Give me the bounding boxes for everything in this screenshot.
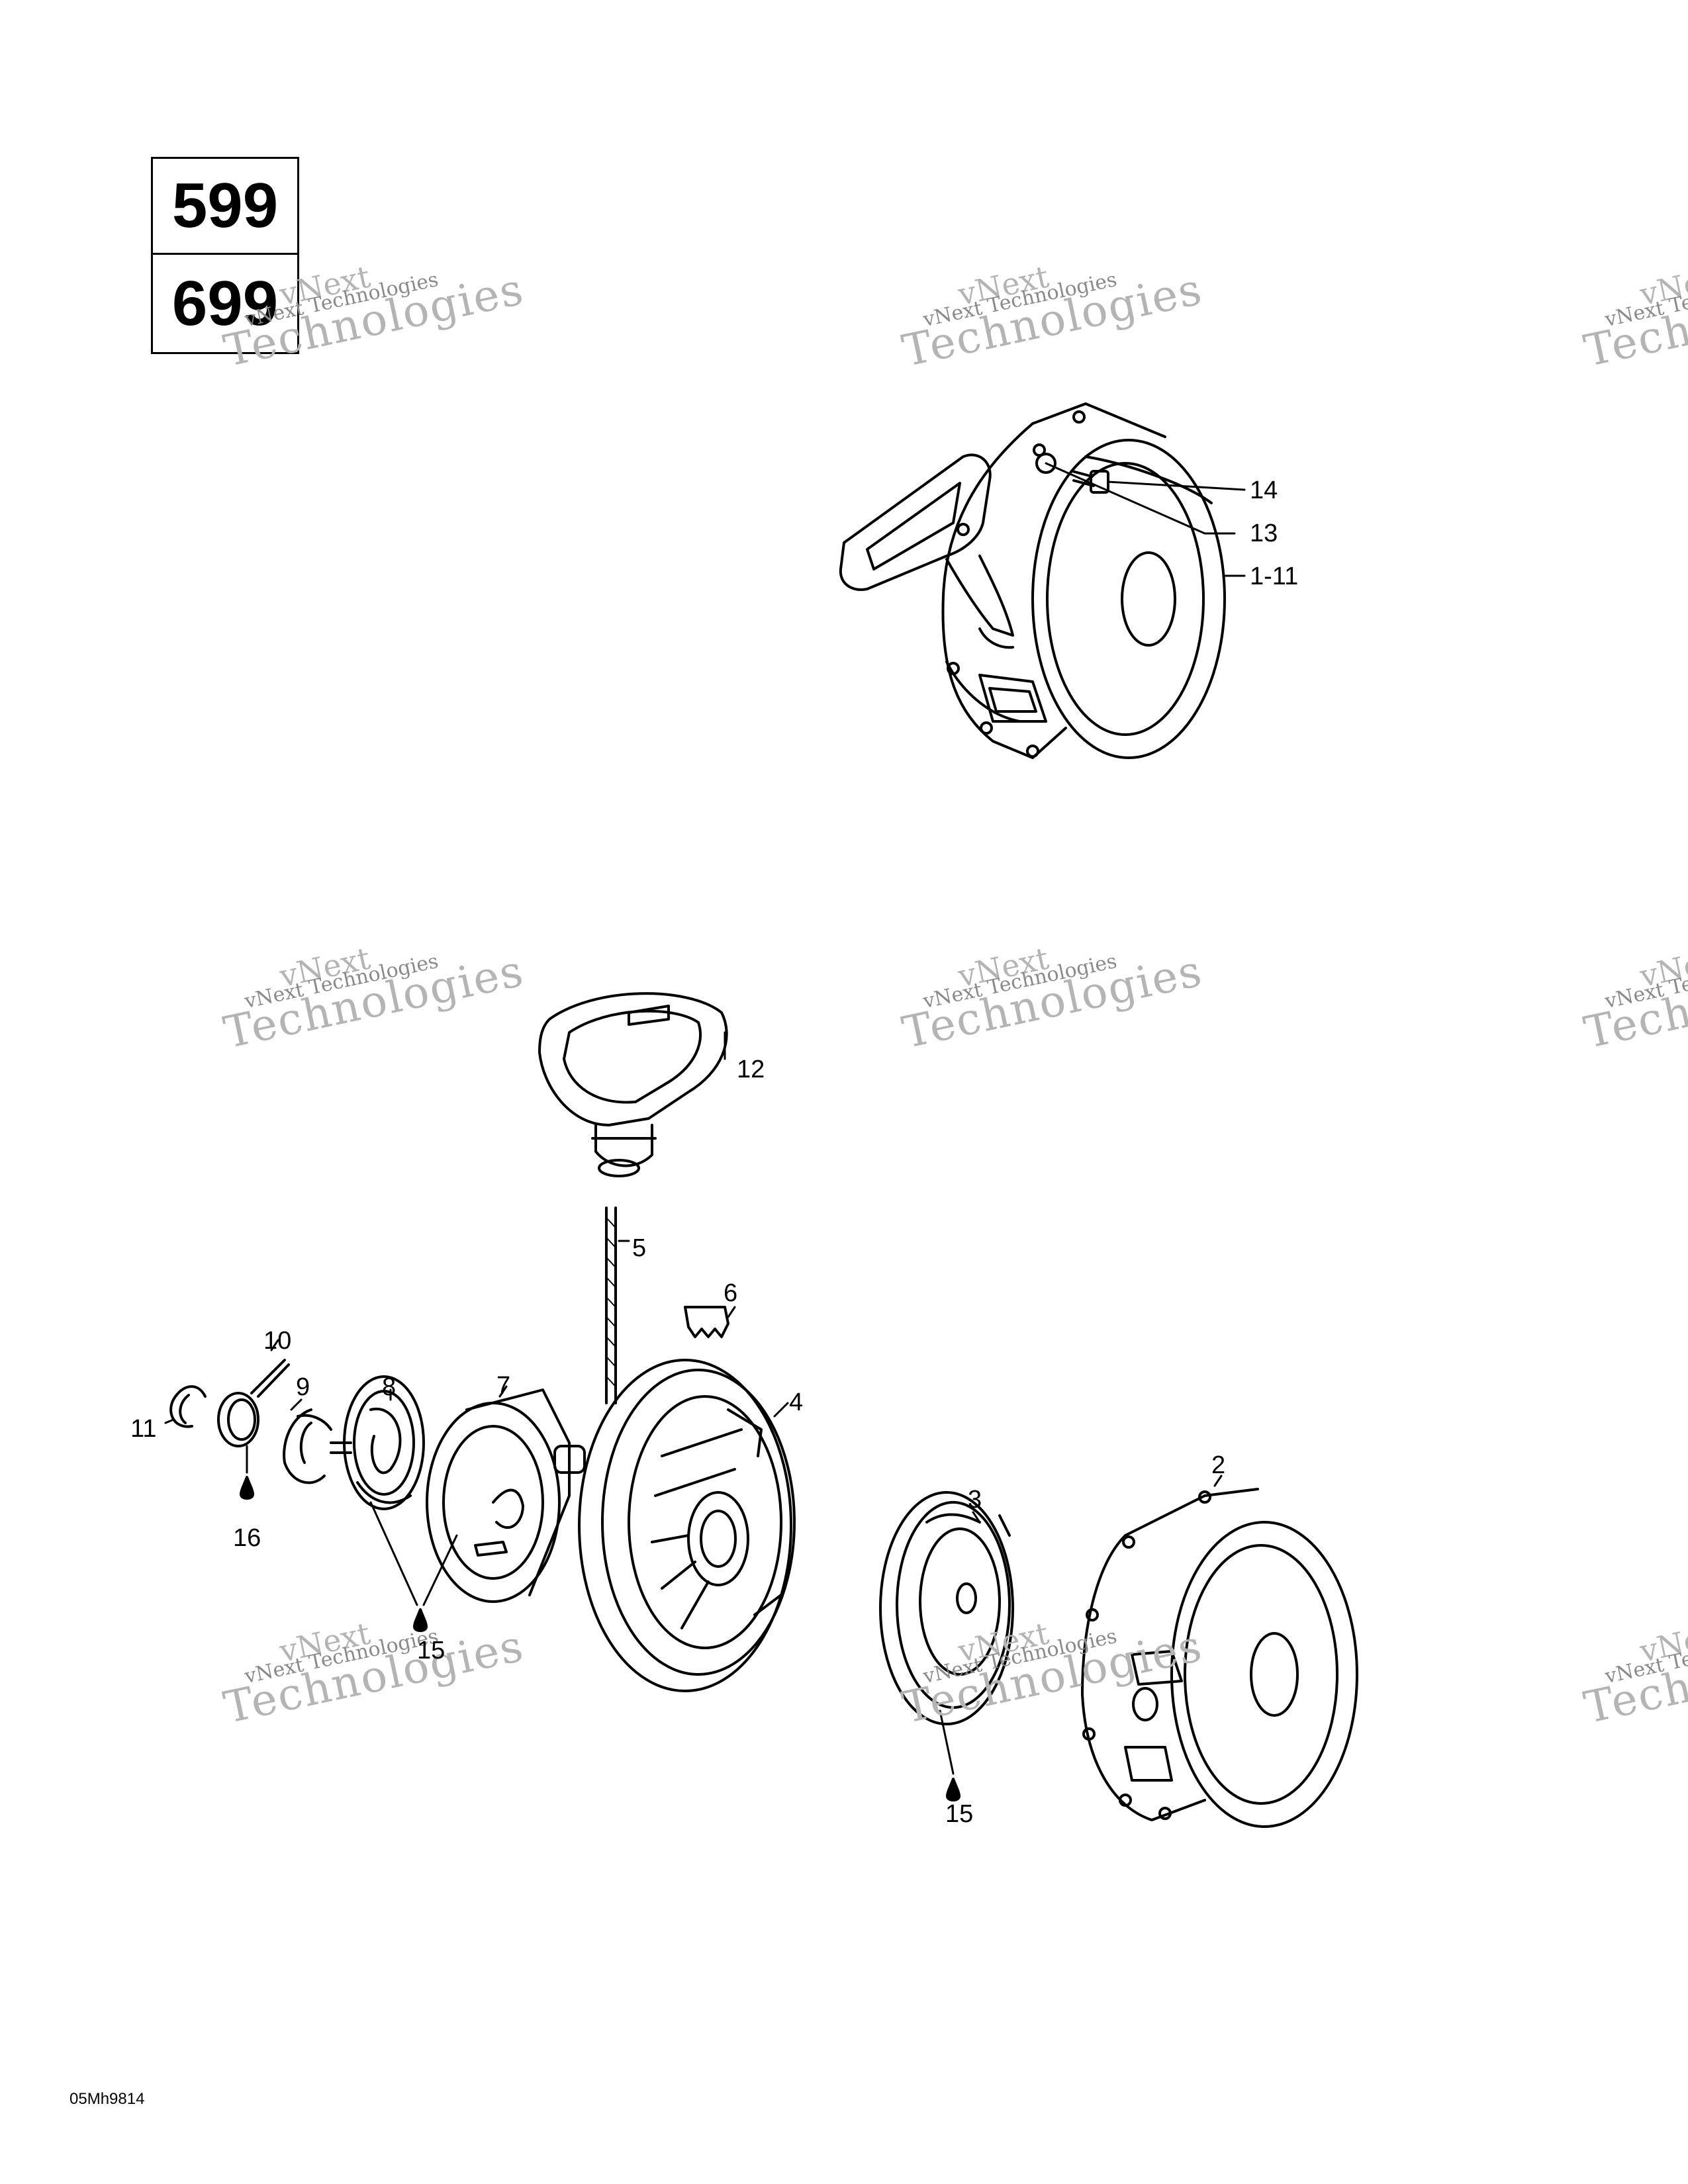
callout-6: 6 <box>724 1279 738 1307</box>
reference-code: 05Mh9814 <box>70 2090 145 2108</box>
callout-8: 8 <box>382 1373 397 1401</box>
callout-14: 14 <box>1250 477 1278 504</box>
callout-5: 5 <box>632 1234 647 1262</box>
part-11-retaining-ring <box>169 1385 207 1428</box>
callout-2: 2 <box>1211 1451 1226 1479</box>
grease-drop-icons <box>240 1476 961 1801</box>
model-number-699: 699 <box>151 255 299 354</box>
part-7-drive-plate <box>426 1388 586 1603</box>
leader-lines-bottom <box>164 1031 1223 1775</box>
callout-15-left: 15 <box>417 1637 445 1664</box>
leader-lines-top <box>1045 462 1246 577</box>
starter-assembly-drawing <box>839 402 1226 759</box>
callout-12: 12 <box>737 1056 765 1083</box>
part-4-sheave <box>578 1359 796 1692</box>
callout-4: 4 <box>789 1388 804 1416</box>
part-6-pawl <box>684 1306 729 1338</box>
callout-1-11: 1-11 <box>1250 563 1299 590</box>
part-5-rope <box>605 1206 617 1404</box>
part-9-circlip <box>283 1408 332 1484</box>
model-number-599: 599 <box>151 157 299 255</box>
callout-7: 7 <box>496 1372 511 1400</box>
callout-13: 13 <box>1250 520 1278 547</box>
part-2-housing <box>1081 1488 1358 1828</box>
callout-3: 3 <box>968 1486 982 1514</box>
callout-10: 10 <box>263 1327 292 1355</box>
part-8-pawl-plate <box>330 1375 425 1510</box>
callout-9: 9 <box>296 1373 310 1401</box>
callout-15-right: 15 <box>945 1800 974 1828</box>
callout-11: 11 <box>130 1415 157 1443</box>
part-12-handle <box>538 992 728 1177</box>
callout-16: 16 <box>233 1524 261 1552</box>
part-10-spring <box>217 1359 290 1447</box>
part-3-recoil-spring <box>879 1491 1014 1725</box>
